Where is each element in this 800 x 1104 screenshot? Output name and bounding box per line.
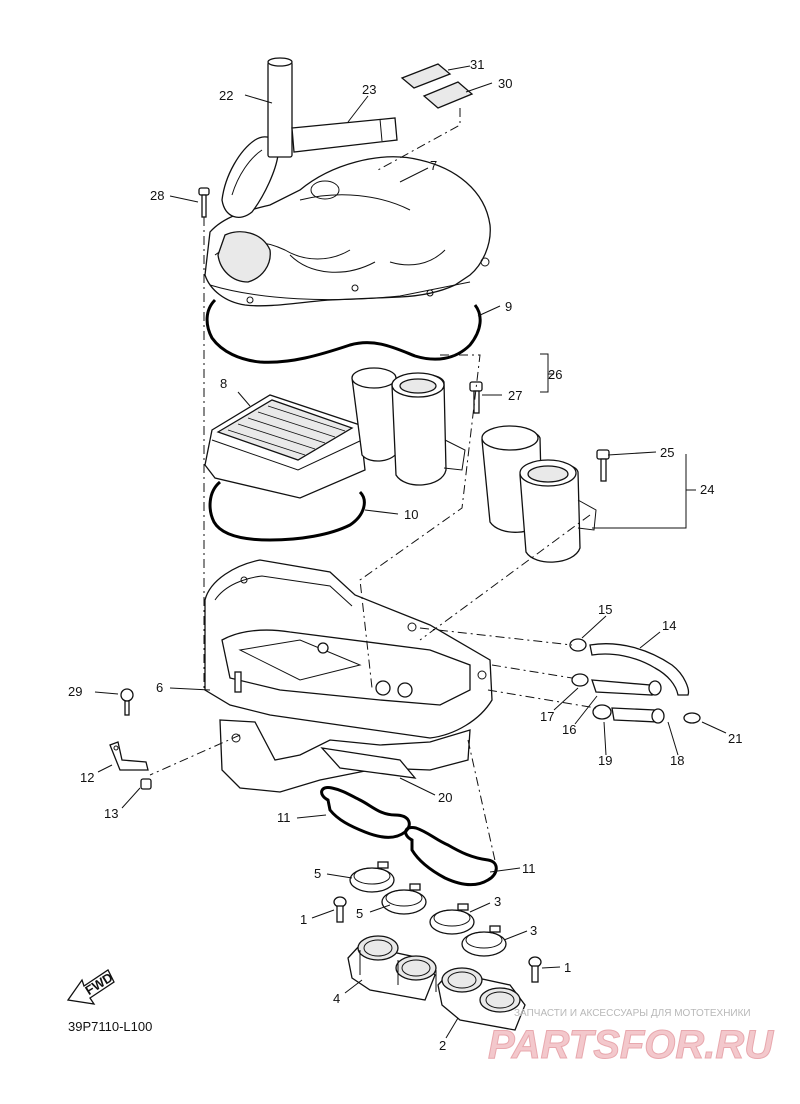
pad-20 [320,747,417,779]
callout-11-left: 11 [277,810,291,825]
leader-lines [94,65,727,1039]
callout-5-b: 5 [356,906,363,921]
gasket-11-left [320,785,411,839]
hose-14 [589,643,690,696]
intake-joint-2 [437,967,526,1031]
callout-27: 27 [508,388,522,403]
callout-18: 18 [670,753,684,768]
callout-14: 14 [662,618,676,633]
hose-16 [591,679,662,696]
intake-joint-4 [347,935,437,1001]
callout-16: 16 [562,722,576,737]
bracket-12 [109,741,149,771]
gasket-9 [205,298,482,364]
diagram-code: 39P7110-L100 [68,1019,152,1034]
callout-8: 8 [220,376,227,391]
bolt-25 [596,449,610,482]
callout-1-a: 1 [300,912,307,927]
callout-31: 31 [470,57,484,72]
clamp-19 [592,704,612,720]
callout-10: 10 [404,507,418,522]
hose-22 [267,57,293,158]
callout-22: 22 [219,88,233,103]
clamp-5-a [349,861,395,893]
callout-1-b: 1 [564,960,571,975]
hose-23 [291,117,398,153]
callout-25: 25 [660,445,674,460]
callout-13: 13 [104,806,118,821]
pad-31 [400,63,452,89]
callout-23: 23 [362,82,376,97]
clamp-3-b [461,925,507,957]
gasket-11-right [404,825,498,887]
callout-19: 19 [598,753,612,768]
watermark-tagline: ЗАПЧАСТИ И АКСЕССУАРЫ ДЛЯ МОТОТЕХНИКИ [514,1008,751,1019]
assembly-dashed-lines [149,108,597,866]
callout-15: 15 [598,602,612,617]
callout-29: 29 [68,684,82,699]
callout-20: 20 [438,790,452,805]
callout-24: 24 [700,482,714,497]
funnel-assembly-24 [481,425,597,563]
hose-18 [611,707,665,724]
callout-28: 28 [150,188,164,203]
watermark-brand: PARTSFOR.RU [488,1023,774,1067]
air-filter-element [204,394,366,499]
callout-17: 17 [540,709,554,724]
callout-5-a: 5 [314,866,321,881]
air-filter-case-lower [204,559,493,793]
bolt-29 [120,688,134,716]
callout-labels: 22 23 31 30 7 28 9 8 26 27 25 24 10 15 1… [68,57,742,1053]
clamp-17 [571,673,589,687]
callout-26: 26 [548,367,562,382]
callout-7: 7 [430,158,437,173]
callout-30: 30 [498,76,512,91]
air-filter-case-cover [204,156,491,307]
callout-4: 4 [333,991,340,1006]
bolt-1-a [333,896,347,923]
callout-3-b: 3 [530,923,537,938]
funnel-assembly-26 [351,367,466,486]
nut-13 [140,778,152,790]
callout-3-a: 3 [494,894,501,909]
fwd-arrow-icon: FWD [66,969,115,1005]
gasket-10 [208,480,366,542]
callout-2: 2 [439,1038,446,1053]
callout-11-right: 11 [522,861,536,876]
callout-12: 12 [80,770,94,785]
clamp-5-b [381,883,427,915]
callout-9: 9 [505,299,512,314]
pad-30 [422,81,474,109]
bolt-28 [198,187,210,218]
bolt-1-b [528,956,542,983]
plug-21 [683,712,701,724]
callout-6: 6 [156,680,163,695]
clamp-15 [569,638,587,652]
callout-21: 21 [728,731,742,746]
clamp-3-a [429,903,475,935]
